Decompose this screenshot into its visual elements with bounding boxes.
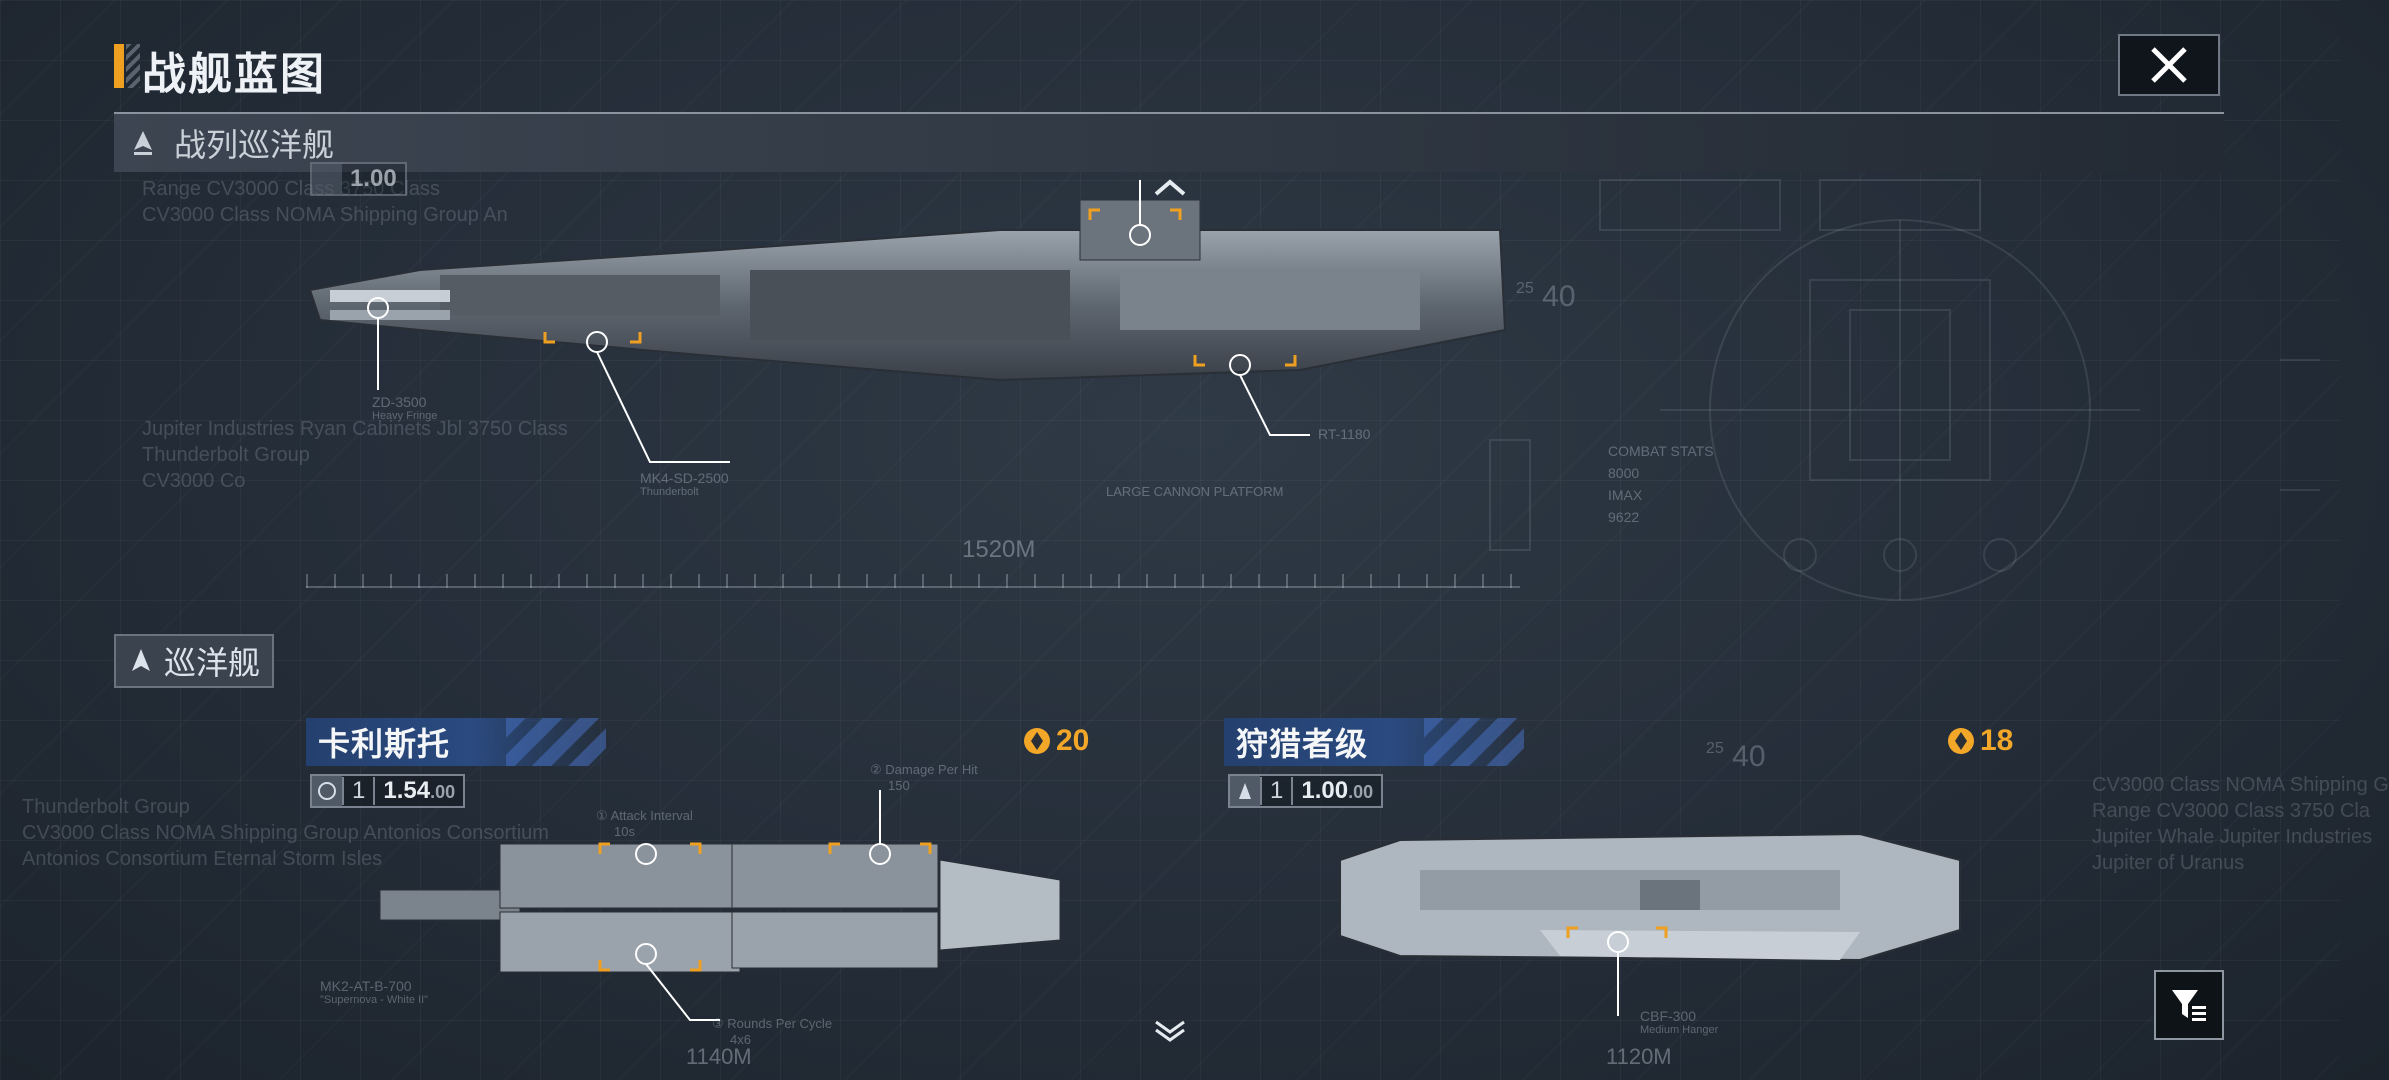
ship-silhouette-icon bbox=[132, 649, 150, 671]
stat-icon bbox=[312, 164, 342, 194]
chevron-up-icon[interactable] bbox=[1150, 176, 1190, 200]
close-button[interactable] bbox=[2118, 34, 2220, 96]
ship-stat-box: 1 1.54.00 bbox=[310, 774, 466, 808]
section-tab-cruiser[interactable]: 巡洋舰 bbox=[114, 634, 274, 688]
bg-text-block: Jupiter Industries Ryan Cabinets Jbl 375… bbox=[142, 418, 568, 492]
stat-value: 1.00 bbox=[350, 165, 397, 192]
ship-name-band: 卡利斯托 bbox=[306, 718, 606, 766]
bg-text-block: Range CV3000 Class 3750 Class CV3000 Cla… bbox=[142, 178, 508, 226]
ship-name: 狩猎者级 bbox=[1236, 726, 1369, 762]
bg-text-right: CV3000 Class NOMA Shipping G Range CV300… bbox=[2092, 774, 2389, 874]
stat-value: 1.54.00 bbox=[383, 777, 456, 804]
weapon-label: CBF-300 Medium Hanger bbox=[1640, 1008, 1719, 1036]
hunter-ship-image[interactable] bbox=[1300, 820, 1980, 1016]
callisto-ship-image[interactable] bbox=[370, 790, 1070, 1021]
stat-tier: 1 bbox=[1260, 777, 1294, 805]
callout-label: ① Attack Interval 10s bbox=[596, 808, 693, 839]
battlecruiser-stat: 1.00 bbox=[310, 162, 407, 196]
ship-count-badge: 20 bbox=[1022, 724, 1089, 758]
section-label: 巡洋舰 bbox=[164, 645, 261, 681]
blueprint-decoration bbox=[1489, 179, 2320, 601]
ship-length: 1520M bbox=[962, 536, 1036, 563]
ship-class-icon bbox=[1230, 776, 1260, 806]
stat-tier: 1 bbox=[342, 777, 376, 805]
stat-value: 1.00.00 bbox=[1301, 777, 1374, 804]
section-label: 战列巡洋舰 bbox=[174, 127, 335, 163]
callout-label: MK4-SD-2500 Thunderbolt bbox=[640, 470, 729, 498]
weapon-label: MK2-AT-B-700 "Supernova - White II" bbox=[320, 978, 429, 1006]
scale-marker: 25 40 bbox=[1516, 280, 1576, 313]
callout-label: RT-1180 bbox=[1318, 426, 1371, 442]
title-accent-stripes bbox=[126, 44, 140, 88]
page-title: 战舰蓝图 bbox=[142, 50, 326, 99]
ship-count-badge: 18 bbox=[1946, 724, 2013, 758]
scale-marker: 25 40 bbox=[1706, 740, 1766, 773]
power-icon bbox=[312, 776, 342, 806]
callout-label: ③ Rounds Per Cycle 4x6 bbox=[712, 1016, 833, 1047]
length-ruler bbox=[306, 574, 1520, 588]
combat-stats-panel: COMBAT STATS 8000 IMAX 9622 bbox=[1608, 443, 1714, 525]
ship-card-hunter[interactable]: 狩猎者级 bbox=[1224, 718, 2004, 766]
close-icon bbox=[2151, 47, 2187, 83]
ship-silhouette-icon bbox=[134, 131, 152, 155]
chevron-down-icon[interactable] bbox=[1150, 1018, 1190, 1042]
faction-emblem-icon bbox=[1024, 728, 1050, 754]
ship-name: 卡利斯托 bbox=[318, 726, 451, 762]
battlecruiser-ship-image[interactable] bbox=[300, 180, 1520, 600]
ship-length: 1140M bbox=[686, 1044, 752, 1069]
callout-label: ZD-3500 Heavy Fringe bbox=[372, 394, 438, 422]
title-accent-bar bbox=[114, 44, 124, 88]
ship-stat-box: 1 1.00.00 bbox=[1228, 774, 1384, 808]
faction-emblem-icon bbox=[1948, 728, 1974, 754]
filter-button[interactable] bbox=[2154, 970, 2224, 1040]
bg-text-left: Thunderbolt Group CV3000 Class NOMA Ship… bbox=[22, 796, 549, 870]
callout-label: ② Damage Per Hit 150 bbox=[870, 762, 978, 793]
platform-label: LARGE CANNON PLATFORM bbox=[1106, 484, 1284, 499]
filter-icon bbox=[2172, 990, 2206, 1021]
ship-card-callisto[interactable]: 卡利斯托 bbox=[306, 718, 1086, 766]
ship-length: 1120M bbox=[1606, 1044, 1672, 1069]
ship-name-band: 狩猎者级 bbox=[1224, 718, 1524, 766]
section-header-battlecruiser[interactable]: 战列巡洋舰 bbox=[114, 112, 2224, 172]
